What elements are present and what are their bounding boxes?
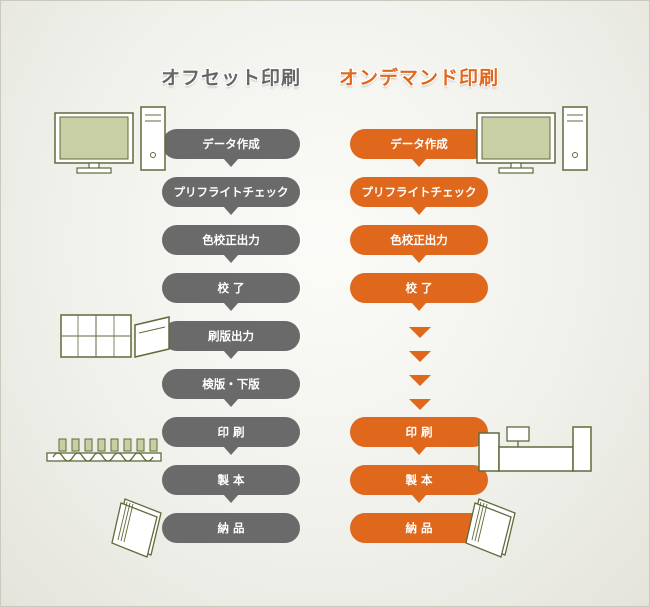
ondemand-step-approval: 校 了 <box>350 273 488 303</box>
ondemand-step-preflight: プリフライトチェック <box>350 177 488 207</box>
ondemand-step-data: データ作成 <box>350 129 488 159</box>
offset-step-print: 印 刷 <box>162 417 300 447</box>
offset-step-plate: 刷版出力 <box>162 321 300 351</box>
plate-output-icon <box>59 311 175 361</box>
computer-icon <box>53 105 171 175</box>
digital-press-icon <box>477 419 593 473</box>
ondemand-title: オンデマンド印刷 <box>319 63 519 90</box>
offset-step-proof: 色校正出力 <box>162 225 300 255</box>
ondemand-step-print: 印 刷 <box>350 417 488 447</box>
offset-press-icon <box>45 435 163 467</box>
skip-arrow <box>409 399 431 410</box>
ondemand-step-proof: 色校正出力 <box>350 225 488 255</box>
skip-arrow <box>409 327 431 338</box>
offset-step-inspection: 検版・下版 <box>162 369 300 399</box>
offset-step-preflight: プリフライトチェック <box>162 177 300 207</box>
offset-step-binding: 製 本 <box>162 465 300 495</box>
skip-arrow <box>409 375 431 386</box>
skip-arrow <box>409 351 431 362</box>
booklet-icon <box>109 495 165 561</box>
ondemand-step-binding: 製 本 <box>350 465 488 495</box>
offset-step-approval: 校 了 <box>162 273 300 303</box>
offset-step-data: データ作成 <box>162 129 300 159</box>
booklet-icon <box>463 495 519 561</box>
offset-title: オフセット印刷 <box>131 63 331 90</box>
computer-icon <box>475 105 593 175</box>
offset-step-delivery: 納 品 <box>162 513 300 543</box>
